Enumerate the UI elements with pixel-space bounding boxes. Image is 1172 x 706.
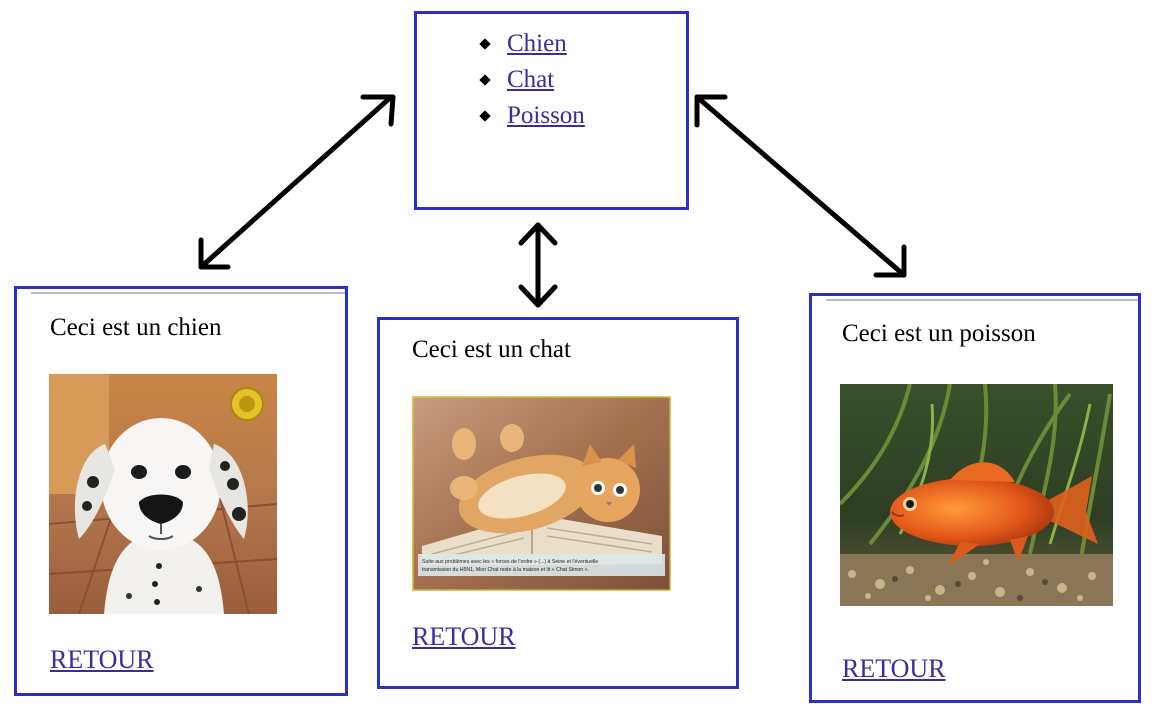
menu-list: Chien Chat Poisson (479, 26, 585, 134)
cat-image: Suite aux problèmes avec les « forces de… (412, 396, 671, 591)
chien-title: Ceci est un chien (50, 314, 222, 341)
poisson-title: Ceci est un poisson (842, 320, 1036, 347)
menu-link-chat[interactable]: Chat (507, 66, 555, 93)
bullet-icon (479, 110, 491, 122)
arrow-menu-chien (198, 94, 394, 270)
arrowhead-chien (198, 237, 231, 270)
poisson-page: Ceci est un poisson (809, 293, 1141, 703)
dog-image (49, 374, 277, 614)
fish-image (840, 384, 1113, 606)
arrowhead-menu (694, 94, 728, 128)
retour-link-chien[interactable]: RETOUR (50, 645, 154, 674)
menu-link-poisson[interactable]: Poisson (507, 102, 585, 129)
menu-item-chien: Chien (479, 26, 585, 62)
menu-link-chien[interactable]: Chien (507, 30, 567, 57)
arrowhead-poisson (873, 244, 907, 278)
retour-link-poisson[interactable]: RETOUR (842, 654, 946, 683)
bullet-icon (479, 74, 491, 86)
arrowhead-chat (518, 284, 558, 308)
arrowhead-menu (518, 222, 558, 246)
arrow-menu-poisson (694, 94, 907, 278)
menu-page: Chien Chat Poisson (414, 11, 689, 210)
cat-caption-line: transmission du H5N1, Mon Chat reste à l… (422, 567, 589, 573)
retour-link-chat[interactable]: RETOUR (412, 622, 516, 651)
menu-item-chat: Chat (479, 62, 585, 98)
cat-caption-line: Suite aux problèmes avec les « forces de… (422, 559, 598, 565)
chat-page: Ceci est un chat (377, 317, 739, 689)
top-rule (31, 292, 345, 294)
chat-title: Ceci est un chat (412, 336, 571, 363)
arrowhead-menu (360, 94, 396, 127)
top-rule (826, 299, 1138, 301)
bullet-icon (479, 38, 491, 50)
menu-item-poisson: Poisson (479, 98, 585, 134)
chien-page: Ceci est un chien (14, 286, 348, 696)
